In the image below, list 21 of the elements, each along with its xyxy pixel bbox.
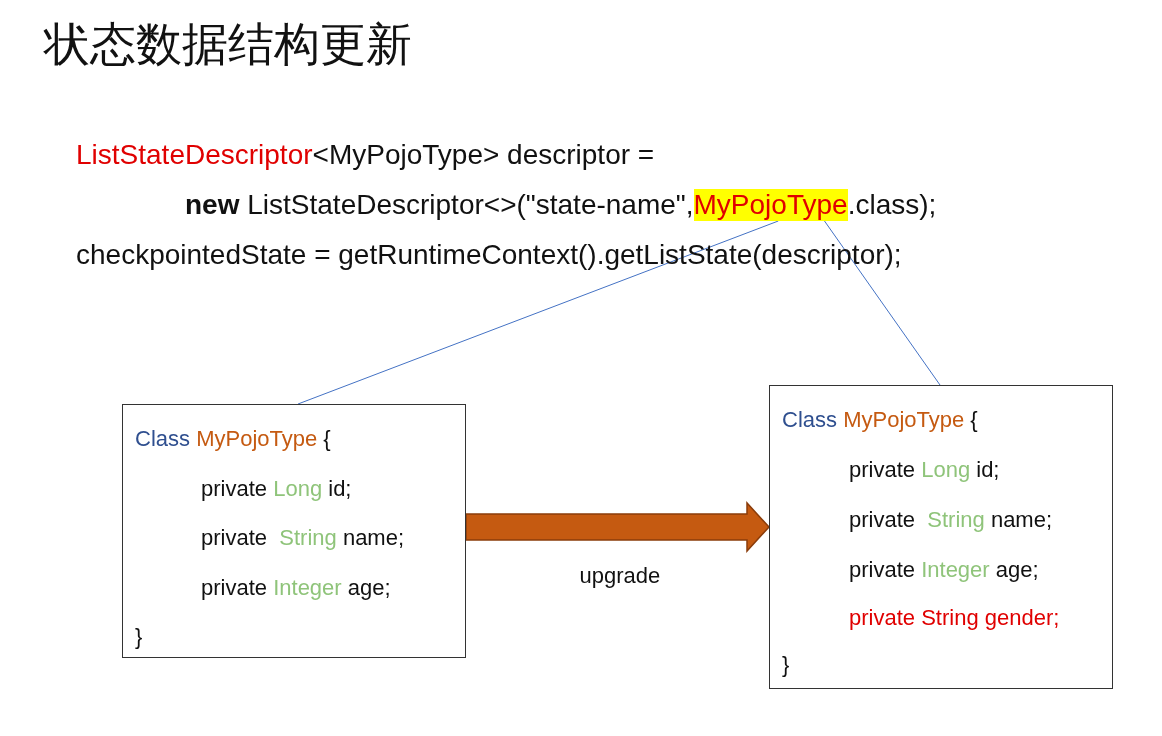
code-text: .class);	[847, 189, 937, 221]
code-line: private String gender;	[849, 605, 1060, 631]
leader-line	[824, 220, 941, 386]
code-text: ListStateDescriptor	[76, 139, 313, 171]
code-line: Class MyPojoType {	[135, 426, 331, 452]
code-line: }	[135, 624, 143, 650]
edge-label: upgrade	[579, 563, 661, 589]
code-text: <MyPojoType> descriptor =	[312, 139, 655, 171]
code-line: private Integer age;	[201, 575, 391, 601]
title: 状态数据结构更新	[44, 16, 412, 73]
code-line: private String name;	[849, 507, 1053, 533]
code-line: }	[782, 652, 790, 678]
code-line: private Integer age;	[849, 557, 1039, 583]
code-line: private String name;	[201, 525, 405, 551]
code-line: Class MyPojoType {	[782, 407, 978, 433]
class-box	[769, 385, 1113, 689]
class-box	[122, 404, 466, 658]
code-line: private Long id;	[201, 476, 352, 502]
code-line: private Long id;	[849, 457, 1000, 483]
code-text: new ListStateDescriptor<>("state-name",	[185, 189, 694, 221]
highlighted-code-text: MyPojoType	[693, 189, 848, 221]
